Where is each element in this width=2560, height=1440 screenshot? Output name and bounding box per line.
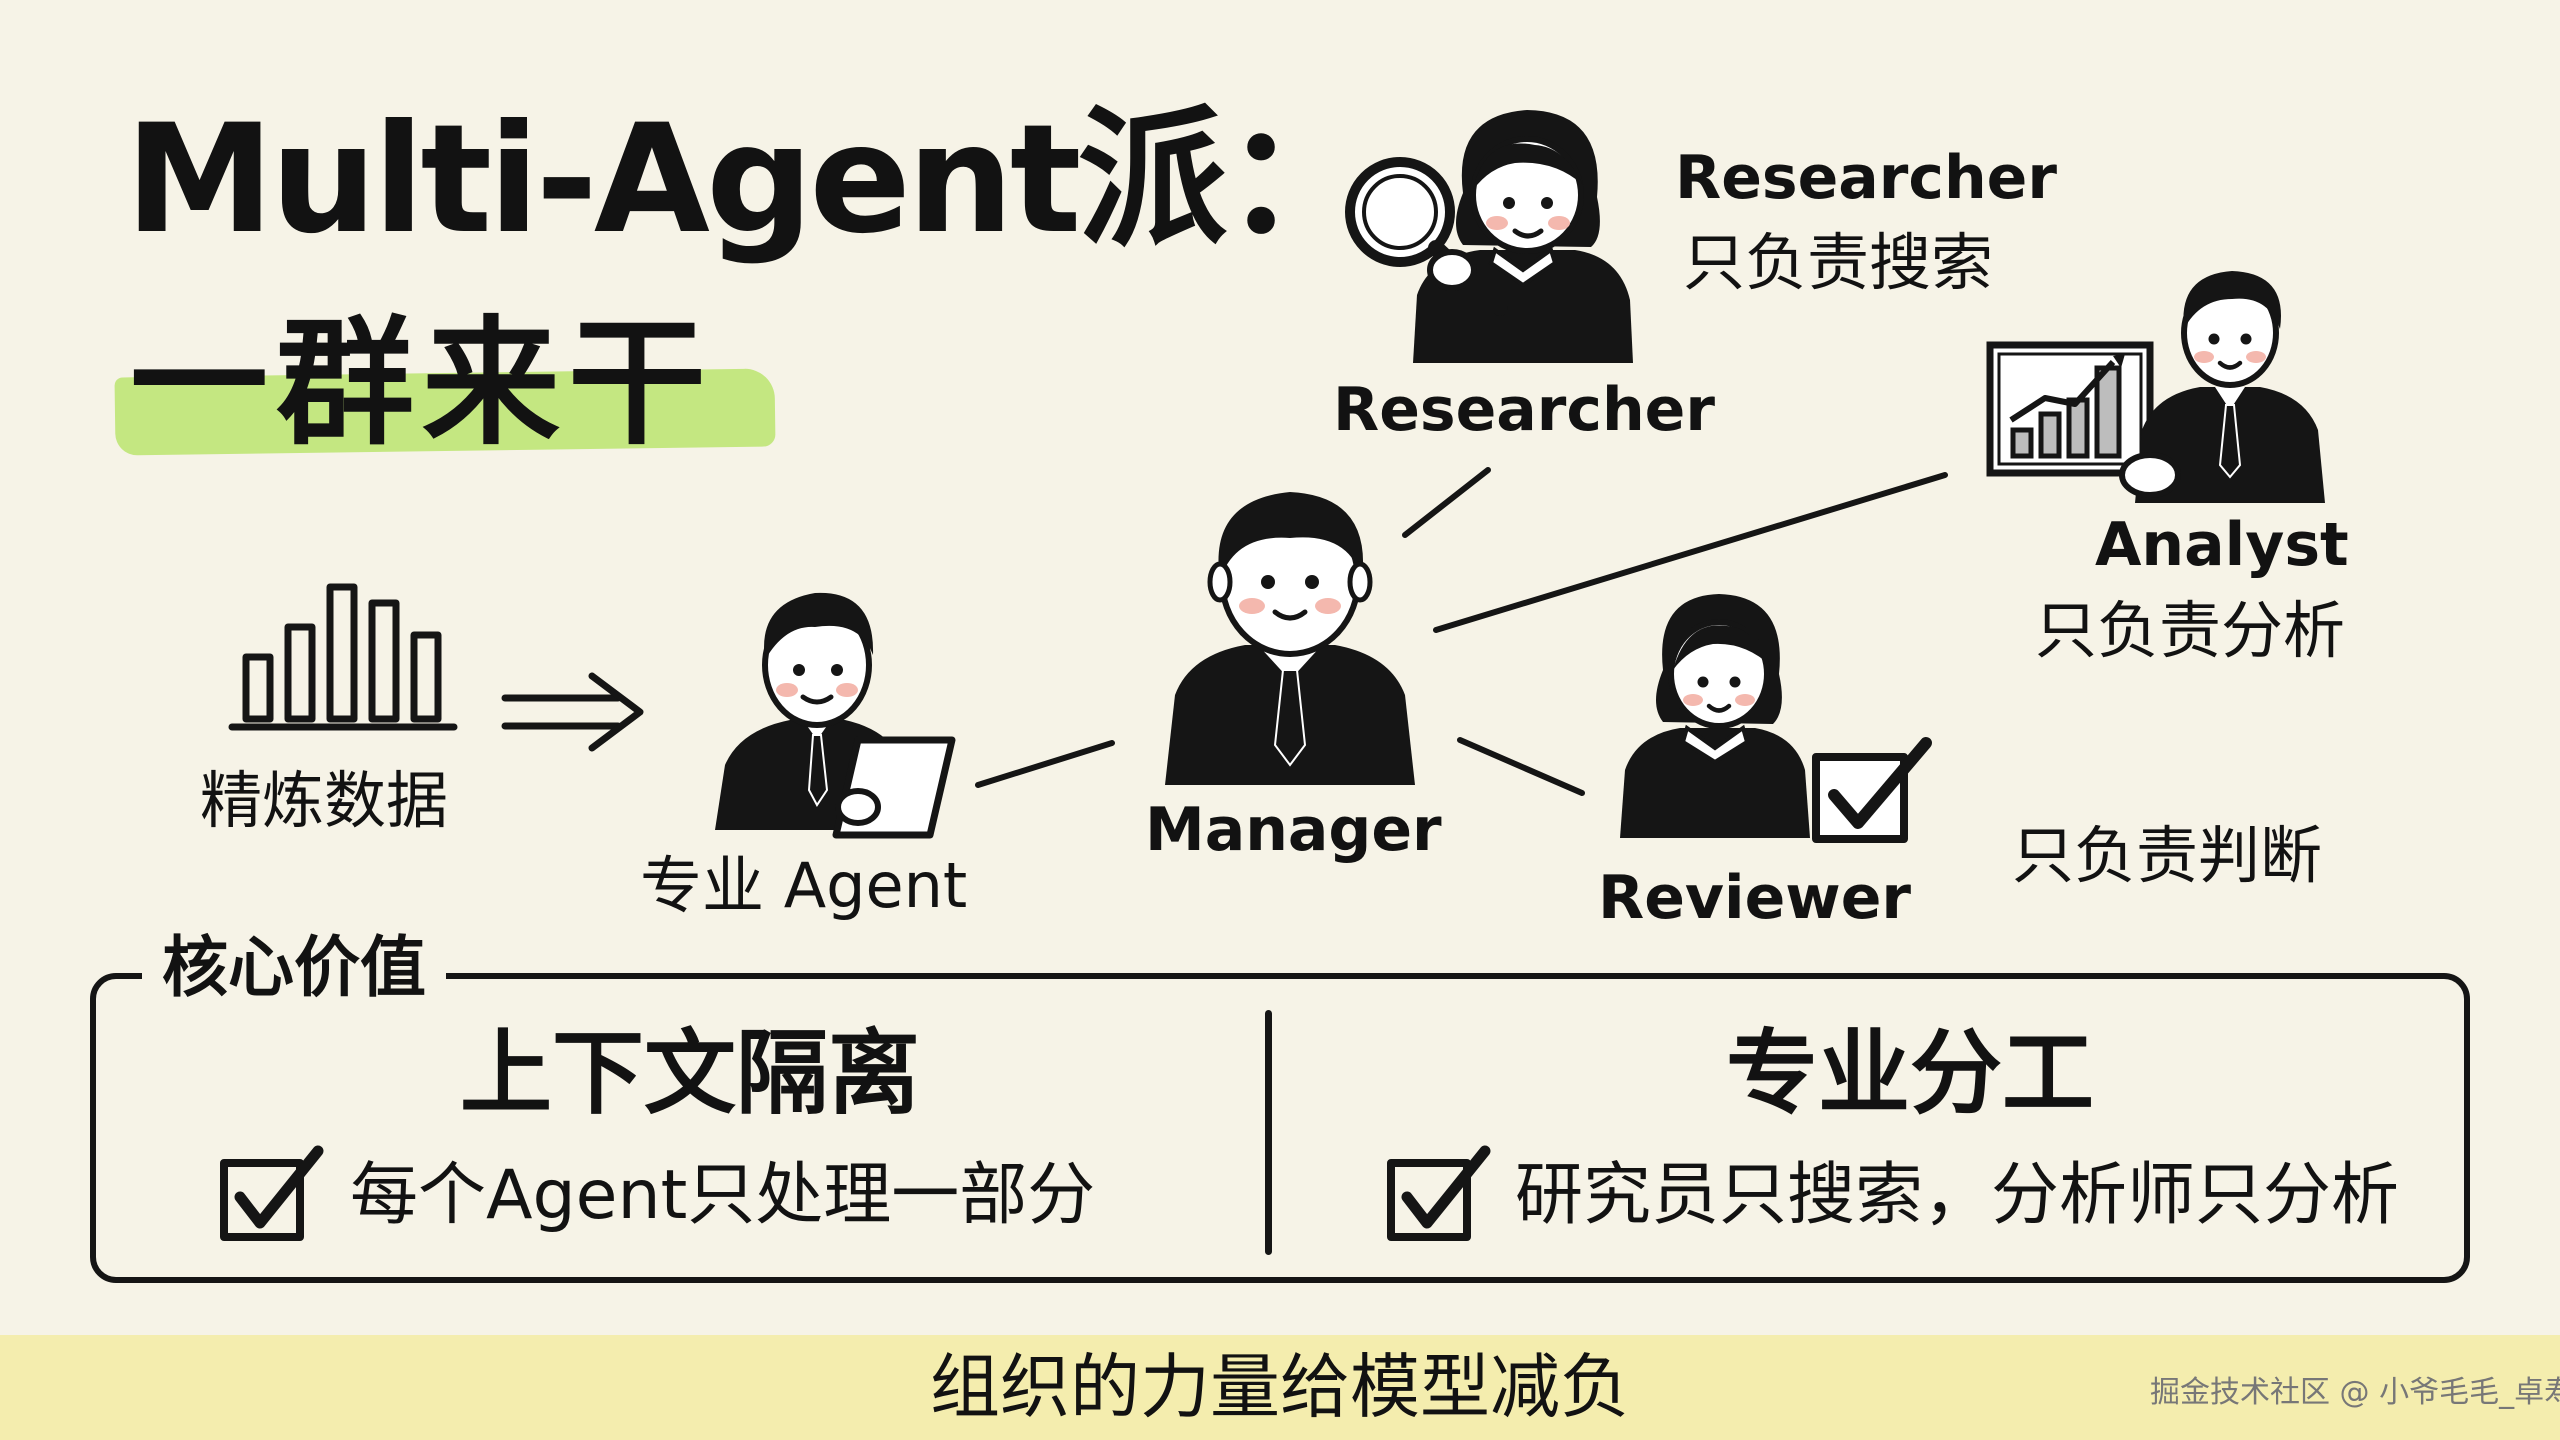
chart-board-icon (1986, 341, 2154, 477)
analyst-desc: 只负责分析 (2035, 594, 2346, 667)
researcher-figure (1413, 110, 1633, 363)
data-label: 精炼数据 (200, 764, 449, 837)
core-value-box (90, 973, 2470, 1283)
reviewer-label: Reviewer (1598, 863, 1911, 933)
line-manager-specialist (975, 740, 1115, 788)
watermark-credit: 掘金技术社区 @ 小爷毛毛_卓寿杰 (2150, 1375, 2560, 1410)
line-manager-researcher (1402, 467, 1491, 538)
researcher-label: Researcher (1333, 375, 1715, 445)
checkbox-icon (1387, 1145, 1491, 1241)
reviewer-desc: 只负责判断 (2012, 819, 2323, 892)
left-column-desc: 每个Agent只处理一部分 (350, 1156, 1096, 1235)
checkbox-icon (220, 1145, 324, 1241)
checkbox-icon (1812, 737, 1932, 843)
analyst-label: Analyst (2095, 510, 2349, 580)
right-column-desc: 研究员只搜索，分析师只分析 (1515, 1156, 2400, 1235)
bar-chart-icon (228, 583, 458, 731)
manager-label: Manager (1145, 795, 1442, 865)
line-manager-reviewer (1457, 737, 1585, 796)
researcher-callout-desc: 只负责搜索 (1683, 226, 1994, 299)
reviewer-figure (1620, 594, 1810, 838)
banner-text: 组织的力量给模型减负 (930, 1346, 1630, 1428)
subtitle: 一群来干 (130, 303, 715, 464)
specialist-label: 专业 Agent (640, 849, 968, 922)
magnifier-icon (1345, 157, 1508, 316)
subtitle-block: 一群来干 (114, 303, 776, 465)
line-manager-analyst (1433, 472, 1948, 633)
double-arrow-icon (501, 672, 644, 752)
right-column-title: 专业分工 (1725, 1020, 2094, 1127)
bottom-banner (0, 1335, 2560, 1440)
researcher-callout-name: Researcher (1675, 143, 2057, 213)
left-column-title: 上下文隔离 (459, 1020, 920, 1127)
core-value-heading: 核心价值 (142, 935, 446, 1001)
tablet-icon (832, 736, 956, 839)
page-title: Multi-Agent派： (125, 93, 1374, 267)
analyst-figure (2119, 271, 2325, 503)
core-value-divider (1265, 1010, 1272, 1255)
manager-figure (1165, 492, 1415, 785)
